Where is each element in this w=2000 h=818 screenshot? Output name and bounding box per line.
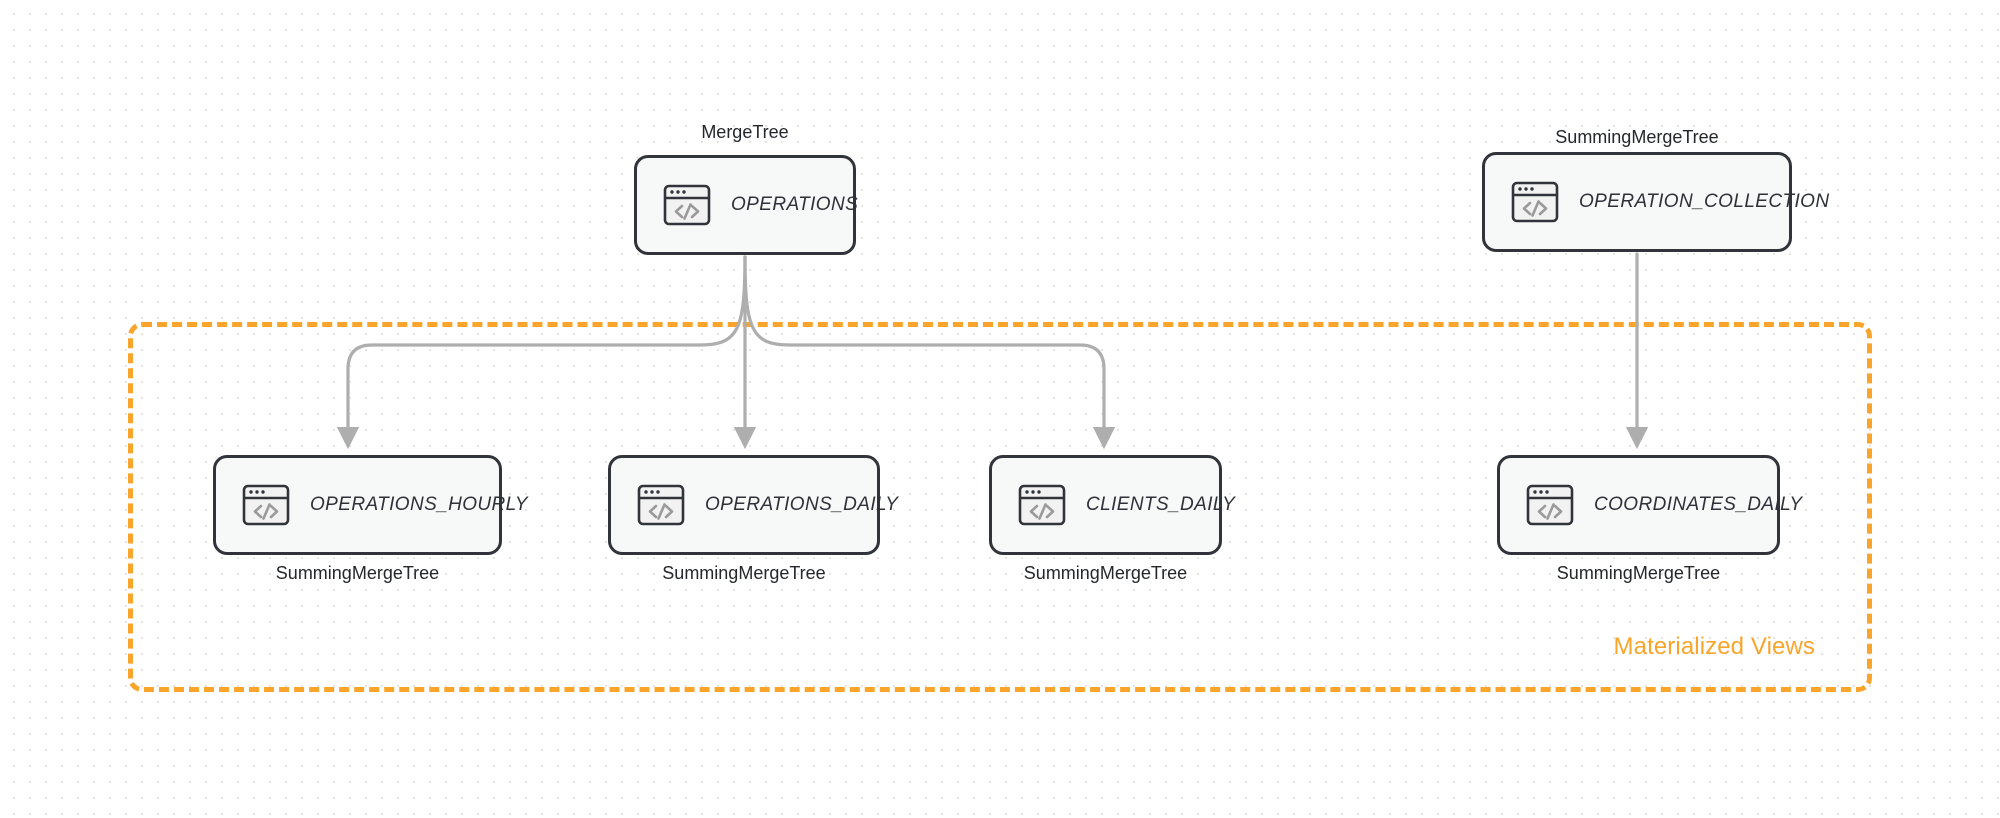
node-operation-collection[interactable]: OPERATION_COLLECTION	[1482, 152, 1829, 252]
code-window-icon	[1509, 176, 1561, 228]
node-operations[interactable]: OPERATIONS	[634, 155, 859, 255]
node-operations-label: OPERATIONS	[731, 194, 859, 215]
node-operations-hourly[interactable]: OPERATIONS_HOURLY	[213, 455, 528, 555]
caption-clients-daily-engine: SummingMergeTree	[1023, 563, 1188, 583]
code-window-icon	[635, 479, 687, 531]
node-operation-collection-label: OPERATION_COLLECTION	[1579, 191, 1830, 212]
node-clients-daily-label: CLIENTS_DAILY	[1086, 494, 1236, 515]
caption-operation-collection-engine: SummingMergeTree	[1555, 127, 1719, 147]
node-coordinates-daily[interactable]: COORDINATES_DAILY	[1497, 455, 1802, 555]
caption-operations-daily-engine: SummingMergeTree	[662, 563, 826, 583]
materialized-views-label: Materialized Views	[1613, 633, 1815, 660]
code-window-icon	[1524, 479, 1576, 531]
code-window-icon	[240, 479, 292, 531]
node-operations-daily-label: OPERATIONS_DAILY	[705, 494, 899, 515]
caption-operations-engine: MergeTree	[701, 122, 789, 142]
node-operations-daily[interactable]: OPERATIONS_DAILY	[608, 455, 898, 555]
node-operations-hourly-label: OPERATIONS_HOURLY	[310, 494, 528, 515]
caption-operations-hourly-engine: SummingMergeTree	[275, 563, 440, 583]
node-clients-daily[interactable]: CLIENTS_DAILY	[989, 455, 1235, 555]
caption-coordinates-daily-engine: SummingMergeTree	[1556, 563, 1721, 583]
code-window-icon	[1016, 479, 1068, 531]
code-window-icon	[661, 179, 713, 231]
node-coordinates-daily-label: COORDINATES_DAILY	[1594, 494, 1803, 515]
